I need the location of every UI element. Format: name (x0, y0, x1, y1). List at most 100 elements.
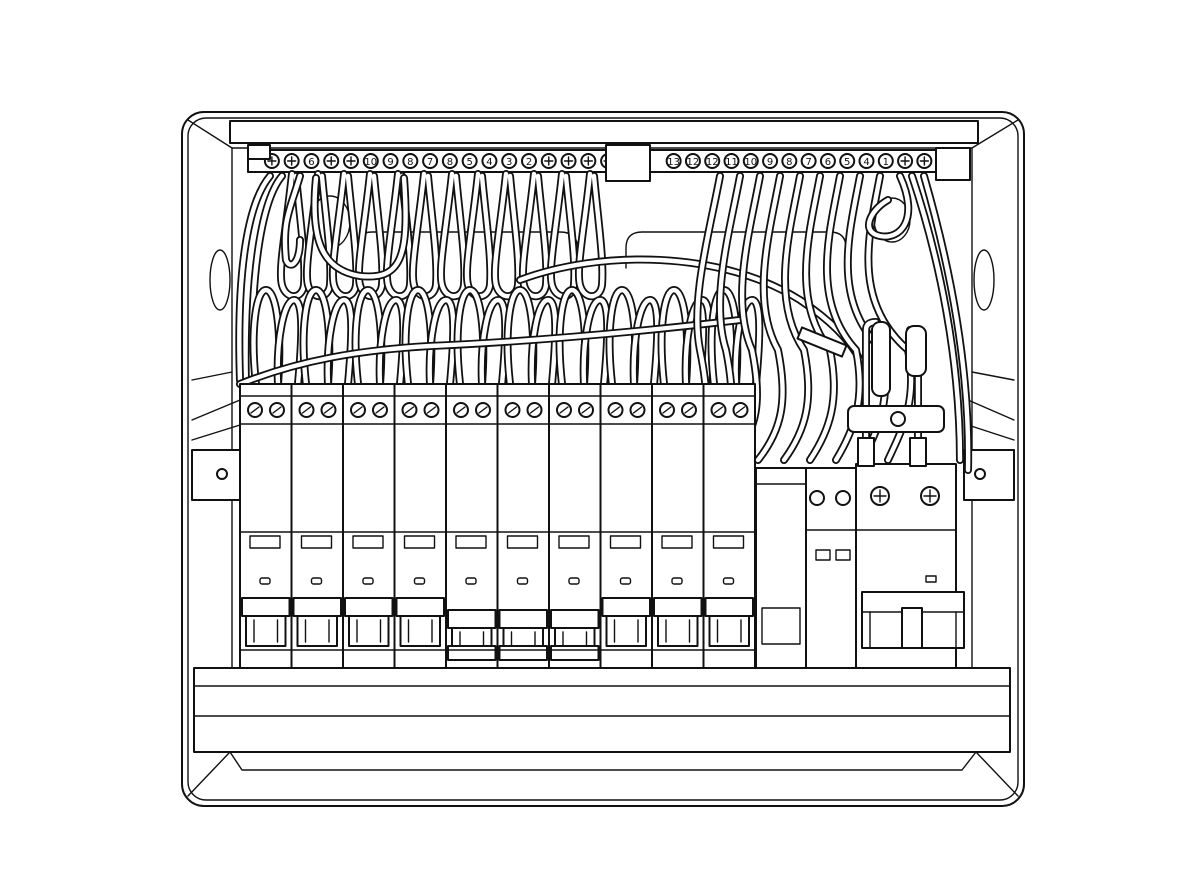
terminal-screw: 10 (742, 153, 759, 169)
terminal-screw (526, 402, 543, 418)
terminal-screw: 8 (781, 153, 798, 169)
wire (574, 170, 607, 301)
circuit-breaker (548, 383, 602, 669)
wire (323, 296, 356, 388)
terminal-screw (578, 402, 594, 418)
blank-module (755, 467, 807, 669)
breaker-toggle (395, 597, 445, 647)
mounting-tab-right (963, 449, 1015, 501)
circuit-breaker (342, 383, 396, 669)
terminal-screw: 4 (858, 153, 875, 169)
terminal-screw: 6 (819, 153, 836, 169)
breaker-toggle (550, 609, 600, 661)
wire (527, 296, 560, 388)
terminal-screw: 2 (521, 153, 537, 169)
terminal-number: 9 (767, 157, 773, 168)
rcd-module (805, 467, 857, 669)
terminal-number: 7 (805, 157, 811, 168)
top-cover-strip (229, 120, 979, 144)
terminal-number: 12 (687, 157, 700, 168)
terminal-screw: 13 (665, 153, 682, 169)
terminal-screw: 1 (877, 153, 894, 169)
breaker-toggle (344, 597, 394, 647)
wire (629, 296, 662, 388)
wire (436, 170, 469, 301)
wire (235, 172, 274, 384)
wire (780, 172, 813, 464)
breaker-toggle (498, 609, 548, 661)
wire (518, 170, 551, 301)
circuit-breaker (239, 383, 293, 669)
wire (579, 296, 612, 388)
terminal-screw (320, 402, 337, 418)
terminal-screw (710, 402, 727, 418)
terminal-number: 10 (364, 157, 377, 168)
terminal-number: 6 (825, 157, 831, 168)
terminal-screw: 4 (481, 153, 498, 169)
terminal-number: 7 (427, 157, 433, 168)
terminal-number: 5 (844, 157, 850, 168)
circuit-breaker (651, 383, 705, 669)
terminal-number: 8 (407, 157, 413, 168)
circuit-breaker (702, 383, 756, 669)
main-switch (855, 463, 965, 669)
terminal-number: 2 (526, 157, 532, 168)
terminal-screw (298, 402, 315, 418)
cable-clamp (847, 318, 945, 467)
terminal-screw (423, 402, 440, 418)
breaker-toggle (241, 597, 291, 647)
terminal-screw (580, 153, 597, 169)
terminal-screw (283, 153, 300, 169)
terminal-screw (897, 153, 914, 169)
wire-bundle (235, 170, 973, 474)
mounting-tab-left (191, 449, 243, 501)
terminal-number: 4 (863, 157, 869, 168)
terminal-number: 5 (466, 157, 472, 168)
terminal-screw (350, 402, 366, 418)
terminal-screw: 5 (839, 153, 856, 169)
terminal-screw (401, 402, 418, 418)
breaker-toggle (292, 597, 342, 647)
terminal-screw: 8 (402, 153, 419, 169)
terminal-screw (556, 402, 572, 418)
wire (280, 172, 304, 269)
wire (310, 174, 410, 281)
terminal-screw: 11 (723, 153, 740, 169)
terminal-number: 13 (667, 157, 680, 168)
terminal-screw (540, 153, 557, 169)
terminal-screw (269, 402, 285, 418)
terminal-number: 12 (706, 157, 719, 168)
terminal-screw (504, 402, 521, 418)
terminal-screw (475, 402, 491, 418)
terminal-screw (372, 402, 388, 418)
terminal-screw: 3 (501, 153, 518, 169)
terminal-screw: 7 (800, 153, 817, 169)
terminal-screw (343, 153, 359, 169)
terminal-number: 8 (786, 157, 792, 168)
wire (908, 172, 964, 464)
cable-tie (796, 326, 848, 358)
wire (546, 170, 579, 301)
terminal-screw: 7 (422, 153, 439, 169)
terminal-screw: 8 (441, 153, 458, 169)
circuit-breaker (393, 383, 447, 669)
terminal-number: 10 (744, 157, 757, 168)
wire (462, 170, 495, 301)
terminal-screw: 12 (684, 153, 701, 169)
wire (731, 296, 764, 388)
circuit-breaker (445, 383, 499, 669)
breaker-toggle (653, 597, 703, 647)
terminal-screw (247, 402, 263, 418)
bottom-cover-strip (187, 667, 1019, 797)
terminal-number: 9 (387, 157, 393, 168)
terminal-screw: 9 (762, 153, 779, 169)
wire (754, 172, 787, 464)
circuit-breaker (496, 383, 550, 669)
breaker-row (239, 383, 756, 669)
terminal-screw: 6 (303, 153, 320, 169)
wire (865, 172, 913, 241)
terminal-number: 4 (486, 157, 492, 168)
terminal-screw (629, 402, 646, 418)
